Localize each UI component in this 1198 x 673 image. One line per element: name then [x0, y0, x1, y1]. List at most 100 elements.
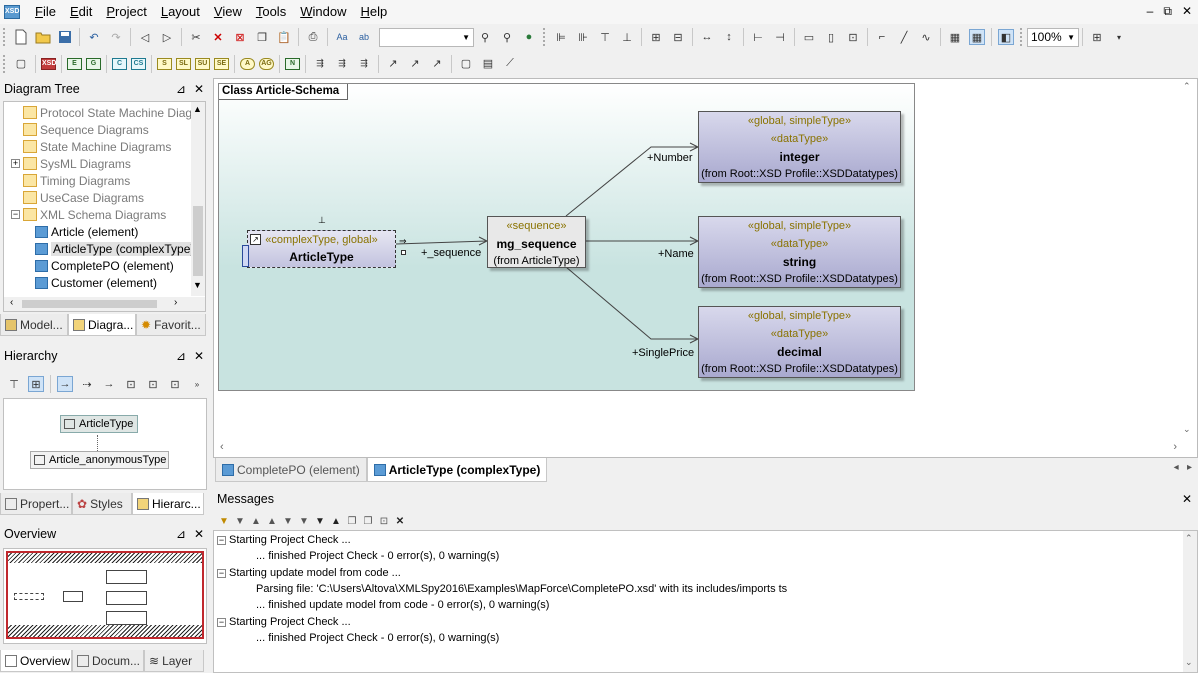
overview-view[interactable] [3, 548, 207, 644]
comment-icon[interactable]: ▤ [482, 58, 494, 70]
expand-icon[interactable]: − [11, 209, 20, 219]
open-icon[interactable] [35, 29, 51, 45]
find-icon[interactable]: ⊡ [379, 516, 389, 527]
close-button[interactable]: ✕ [1181, 4, 1192, 18]
tab-hierarchy[interactable]: Hierarc... [132, 493, 204, 515]
menu-file[interactable]: File [35, 4, 56, 19]
generalization-icon[interactable]: ↗ [388, 58, 398, 70]
tree-item[interactable]: Sequence Diagrams [8, 121, 149, 138]
show-nesting-icon[interactable]: ⊡ [170, 378, 180, 391]
delete-icon[interactable]: ✕ [213, 31, 223, 44]
collapse-icon[interactable]: − [217, 567, 226, 578]
simple-type-icon[interactable]: S [157, 57, 172, 70]
align-top-icon[interactable]: ⊤ [600, 31, 610, 44]
first-icon[interactable]: ▲ [267, 516, 277, 527]
message-row[interactable]: ... finished Project Check - 0 error(s),… [256, 548, 499, 564]
simple-list-icon[interactable]: SL [176, 57, 191, 70]
pin-icon[interactable]: ⊿ [175, 527, 186, 541]
message-row[interactable]: −Starting Project Check ... [217, 614, 351, 630]
close-icon[interactable]: ✕ [193, 349, 204, 363]
tree-item[interactable]: ArticleType (complexType) [8, 240, 193, 257]
align-middle-icon[interactable]: ⊥ [622, 31, 632, 44]
simple-union-icon[interactable]: SU [195, 57, 210, 70]
messages-vscrollbar[interactable]: ⌃ ⌄ [1183, 531, 1197, 672]
group-icon[interactable]: G [86, 57, 101, 70]
new-icon[interactable] [13, 29, 29, 45]
print-icon[interactable]: ⎙ [308, 30, 318, 43]
tab-properties[interactable]: Propert... [0, 493, 72, 515]
collapse-icon[interactable]: − [217, 534, 226, 545]
more-icon[interactable]: » [194, 379, 200, 389]
hierarchy-graph-icon[interactable]: ⊞ [28, 376, 44, 392]
forward-icon[interactable]: ▷ [162, 31, 172, 44]
center-vert-icon[interactable]: ⊣ [775, 31, 785, 44]
diagram-canvas[interactable]: Class Article-Schema «complexType, globa… [213, 78, 1198, 458]
tree-hscrollbar[interactable]: ‹ › [4, 297, 205, 311]
toolbar-grip[interactable] [3, 28, 7, 46]
attribute-icon[interactable]: A [240, 57, 255, 70]
close-icon[interactable]: ✕ [193, 527, 204, 541]
pin-icon[interactable]: ⊿ [175, 349, 186, 363]
center-horiz-icon[interactable]: ⊢ [753, 31, 763, 44]
diagram-tab[interactable]: CompletePO (element) [215, 458, 367, 482]
diagram-tab[interactable]: ArticleType (complexType) [366, 458, 548, 482]
replace-icon[interactable]: ab [358, 32, 369, 42]
tree-item[interactable]: Protocol State Machine Diagra [8, 104, 193, 121]
grid-icon[interactable]: ▦ [949, 31, 961, 44]
tree-item[interactable]: Customer (element) [8, 274, 157, 291]
last-icon[interactable]: ▼ [299, 516, 309, 527]
zoom-combo[interactable]: 100%▼ [1027, 27, 1079, 47]
datatype-node-integer[interactable]: «global, simpleType»«dataType»integer(fr… [698, 111, 901, 183]
menu-layout[interactable]: Layout [160, 4, 200, 19]
close-icon[interactable]: ✕ [193, 82, 204, 96]
diagram-vscrollbar[interactable]: ⌃ ⌄ [1183, 81, 1191, 434]
complex-type-icon[interactable]: C [112, 57, 127, 70]
next-icon[interactable]: ▼ [283, 516, 293, 527]
articletype-node[interactable]: «complexType, global» ArticleType [247, 230, 396, 268]
prev-error-icon[interactable]: ▲ [331, 516, 341, 527]
keyref-icon[interactable]: ⇶ [338, 58, 346, 68]
fit-icon[interactable]: ⊡ [848, 31, 858, 44]
space-down-icon[interactable]: ⊟ [673, 31, 683, 44]
show-dependency-icon[interactable]: ⇢ [82, 378, 92, 391]
association-icon[interactable]: ↗ [410, 58, 420, 70]
copy-icon[interactable]: ❐ [347, 516, 357, 527]
message-row[interactable]: Parsing file: 'C:\Users\Altova\XMLSpy201… [256, 581, 787, 597]
mg-sequence-node[interactable]: «sequence» mg_sequence (from ArticleType… [487, 216, 586, 268]
tree-item[interactable]: −XML Schema Diagrams [8, 206, 166, 223]
show-association-icon[interactable]: → [103, 378, 115, 390]
close-icon[interactable]: ✕ [1181, 492, 1192, 506]
find-prev-icon[interactable]: ⚲ [480, 31, 490, 44]
align-left-icon[interactable]: ⊫ [556, 31, 566, 44]
menu-help[interactable]: Help [360, 4, 388, 19]
copy-icon[interactable]: ❐ [257, 31, 267, 44]
tab-overview[interactable]: Overview [0, 650, 72, 672]
undo-icon[interactable]: ↶ [89, 31, 99, 44]
tab-layer[interactable]: ≋Layer [144, 650, 204, 672]
menu-project[interactable]: Project [106, 4, 147, 19]
save-icon[interactable] [57, 29, 73, 45]
hierarchy-tree-icon[interactable]: ⊤ [9, 378, 19, 391]
key-icon[interactable]: ⇶ [316, 58, 324, 68]
tree-item[interactable]: +SysML Diagrams [8, 155, 131, 172]
note-icon[interactable]: ▢ [15, 58, 27, 70]
tab-styles[interactable]: ✿Styles [72, 493, 132, 515]
copy-all-icon[interactable]: ❐ [363, 516, 373, 527]
cut-icon[interactable]: ✂ [191, 31, 201, 44]
expand-icon[interactable]: + [11, 158, 20, 168]
datatype-node-string[interactable]: «global, simpleType»«dataType»string(fro… [698, 216, 901, 288]
prev-warning-icon[interactable]: ▲ [251, 516, 261, 527]
tab-diagram-tree[interactable]: Diagra... [68, 314, 136, 336]
overview-viewport[interactable] [6, 551, 204, 639]
make-same-height-icon[interactable]: ↕ [726, 31, 732, 43]
minimize-button[interactable]: – [1146, 4, 1154, 18]
find-next-icon[interactable]: ⚲ [502, 31, 512, 44]
clear-icon[interactable]: ✕ [395, 516, 405, 527]
tab-documentation[interactable]: Docum... [72, 650, 144, 672]
simple-enum-icon[interactable]: SE [214, 57, 229, 70]
connection-handle-2[interactable] [401, 250, 406, 255]
next-warning-icon[interactable]: ▼ [235, 516, 245, 527]
menu-view[interactable]: View [213, 4, 242, 19]
tree-item[interactable]: CompletePO (element) [8, 257, 174, 274]
pin-icon[interactable]: ⊿ [175, 82, 186, 96]
